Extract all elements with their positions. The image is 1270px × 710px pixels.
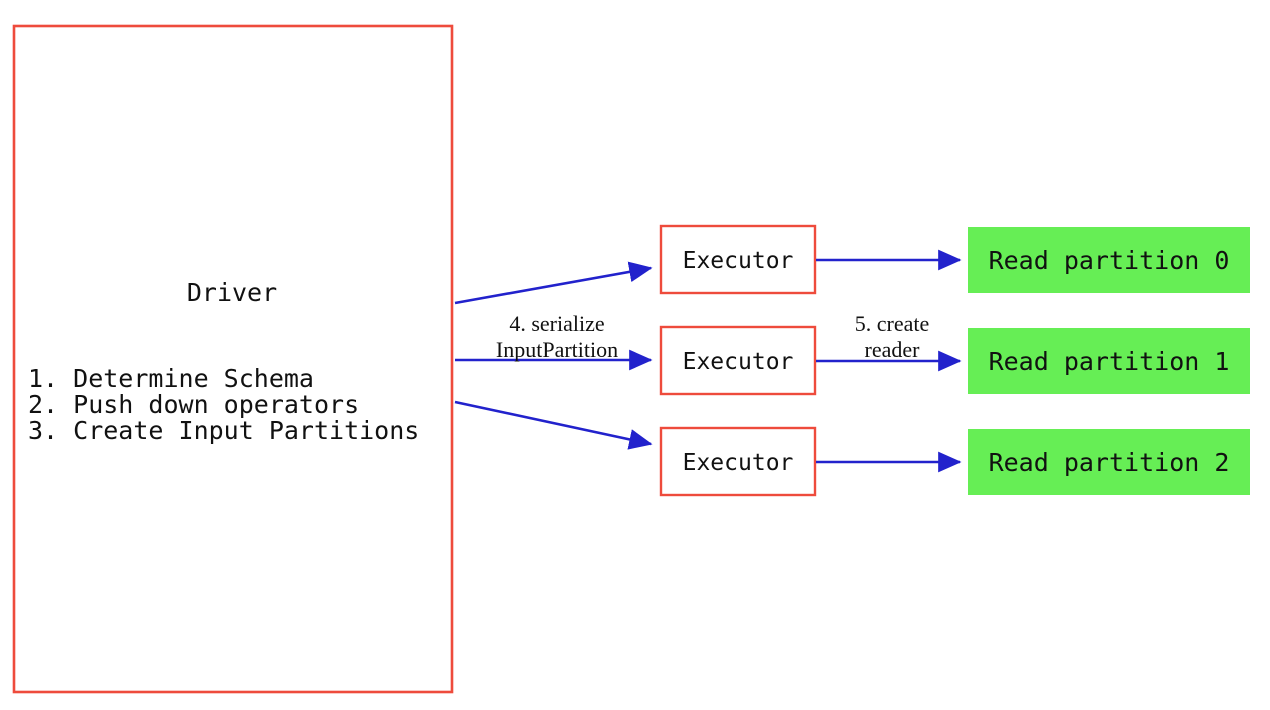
partition-box-0-label: Read partition 0 bbox=[989, 246, 1230, 275]
executor-box-0[interactable]: Executor bbox=[659, 224, 817, 295]
executor-box-1-label: Executor bbox=[683, 349, 794, 375]
executor-box-1[interactable]: Executor bbox=[659, 325, 817, 396]
partition-box-2-fill bbox=[968, 429, 1250, 495]
partition-box-1[interactable]: Read partition 1 bbox=[968, 328, 1250, 394]
edge-label-create-reader: 5. create reader bbox=[855, 311, 930, 362]
driver-step-2: 2. Push down operators bbox=[28, 390, 359, 419]
executor-box-2-outline bbox=[659, 426, 817, 497]
driver-box-outline bbox=[12, 24, 454, 694]
partition-box-0-fill bbox=[968, 227, 1250, 293]
edge-label-serialize-inputpartition: 4. serialize InputPartition bbox=[496, 311, 618, 362]
edge-label-serialize-line-2: InputPartition bbox=[496, 337, 618, 362]
executor-box-2[interactable]: Executor bbox=[659, 426, 817, 497]
partition-box-2[interactable]: Read partition 2 bbox=[968, 429, 1250, 495]
partition-box-1-fill bbox=[968, 328, 1250, 394]
executor-box-0-outline bbox=[659, 224, 817, 295]
driver-box[interactable]: Driver 1. Determine Schema 2. Push down … bbox=[12, 24, 454, 694]
edge-label-create-reader-line-2: reader bbox=[865, 337, 921, 362]
executor-box-2-label: Executor bbox=[683, 450, 794, 476]
driver-title: Driver bbox=[187, 278, 277, 307]
executor-box-0-label: Executor bbox=[683, 248, 794, 274]
partition-box-1-label: Read partition 1 bbox=[989, 347, 1230, 376]
driver-step-3: 3. Create Input Partitions bbox=[28, 416, 419, 445]
partition-box-2-label: Read partition 2 bbox=[989, 448, 1230, 477]
partition-box-0[interactable]: Read partition 0 bbox=[968, 227, 1250, 293]
executor-box-1-outline bbox=[659, 325, 817, 396]
driver-step-1: 1. Determine Schema bbox=[28, 364, 314, 393]
arrow-driver-to-executor-2 bbox=[454, 400, 653, 450]
edge-label-create-reader-line-1: 5. create bbox=[855, 311, 930, 336]
arrow-driver-to-executor-0 bbox=[454, 261, 653, 305]
edge-label-serialize-line-1: 4. serialize bbox=[509, 311, 604, 336]
